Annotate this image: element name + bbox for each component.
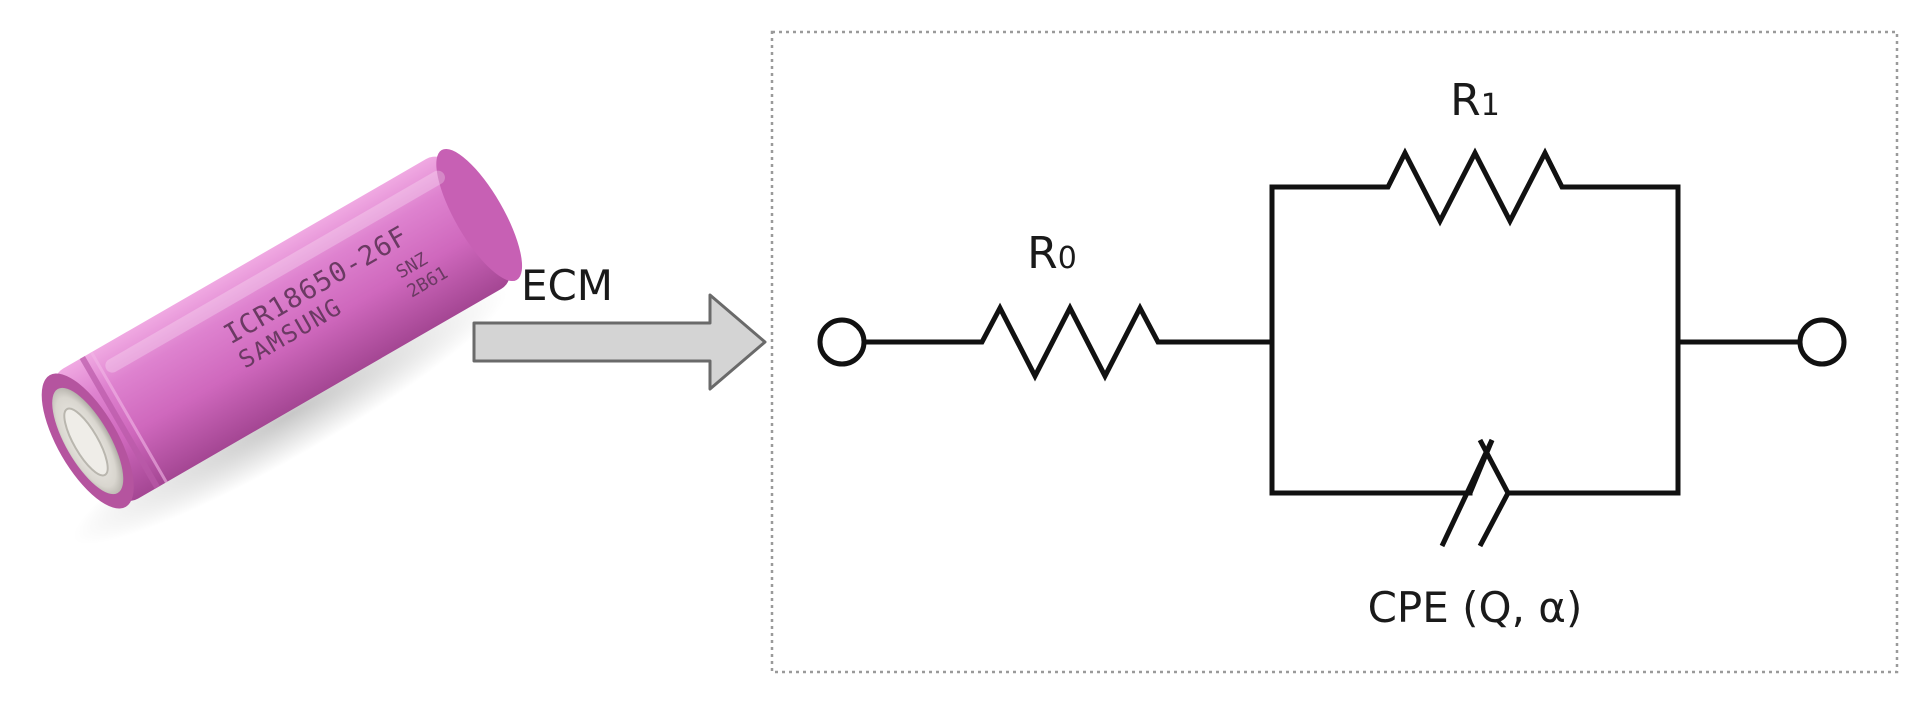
circuit-border — [770, 30, 1899, 674]
r1-label: R1 — [1450, 75, 1500, 126]
circuit-diagram: R0 R1 CPE (Q, α) — [770, 30, 1899, 674]
circuit-wires — [861, 184, 1803, 496]
battery-shadow — [72, 285, 508, 545]
resistor-r0 — [968, 302, 1170, 382]
cpe-element — [1439, 438, 1511, 548]
battery-image: ICR18650-26F SAMSUNG SNZ 2B61 — [41, 148, 523, 545]
battery-top-end — [436, 148, 523, 282]
r1-label-main: R — [1450, 75, 1481, 126]
left-terminal — [817, 317, 867, 367]
cpe-plate-right — [1477, 438, 1511, 548]
right-terminal — [1797, 317, 1847, 367]
ecm-arrow: ECM — [472, 261, 767, 391]
battery-terminal-inner — [63, 407, 109, 477]
cpe-label: CPE (Q, α) — [1368, 583, 1583, 632]
ecm-arrow-label: ECM — [521, 261, 613, 310]
r0-label-subscript: 0 — [1058, 241, 1077, 276]
r0-label-main: R — [1027, 228, 1058, 279]
battery-crimp-ring — [79, 356, 160, 489]
resistor-r1 — [1375, 147, 1575, 227]
ecm-arrow-shape — [472, 293, 767, 391]
r0-label: R0 — [1027, 228, 1077, 279]
battery-body — [54, 156, 511, 501]
cpe-plate-left — [1467, 439, 1495, 494]
battery-highlight — [105, 170, 445, 373]
r1-label-subscript: 1 — [1481, 88, 1500, 123]
battery-crimp-ring — [90, 351, 168, 483]
